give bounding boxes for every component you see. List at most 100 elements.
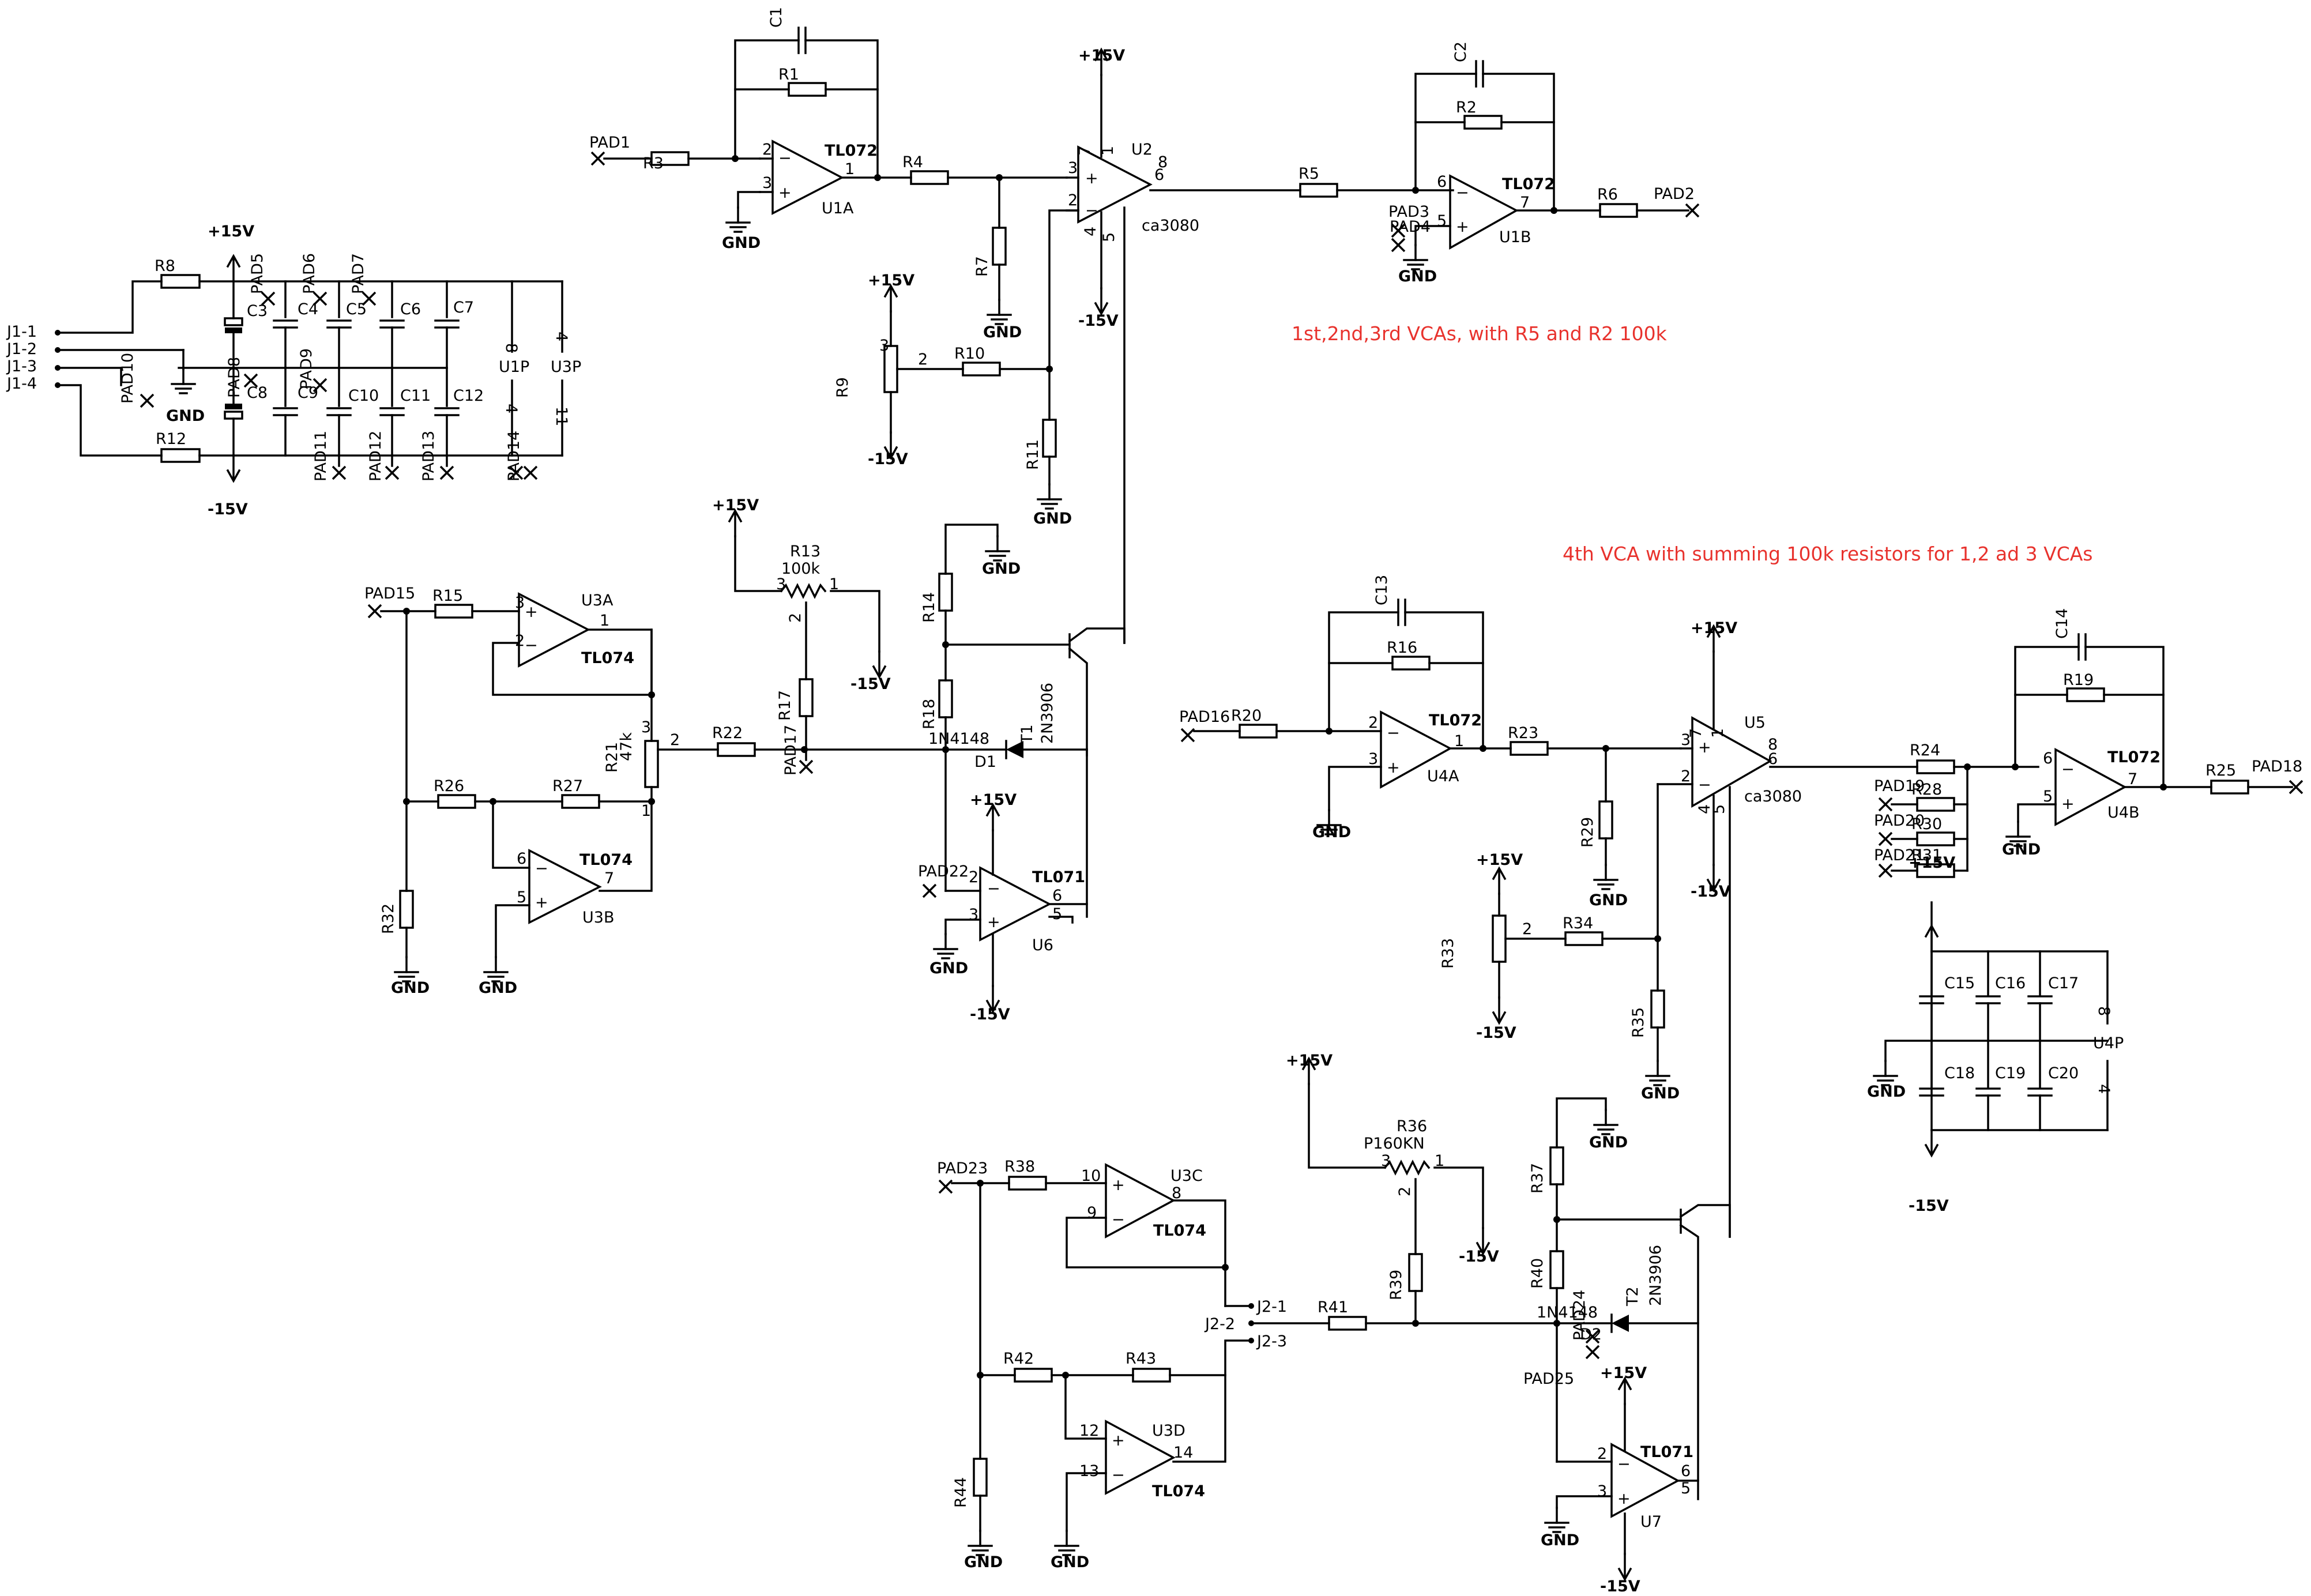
svg-text:5: 5	[1681, 1480, 1691, 1497]
resistor-r20	[1239, 724, 1278, 739]
svg-text:4: 4	[1082, 227, 1100, 236]
opamp-u3d	[1105, 1420, 1176, 1495]
svg-text:R1: R1	[778, 66, 799, 84]
svg-text:+15V: +15V	[1476, 851, 1523, 869]
svg-text:R39: R39	[1387, 1270, 1405, 1300]
svg-text:PAD21: PAD21	[1874, 846, 1925, 864]
ota-u5	[1691, 716, 1772, 808]
svg-text:+: +	[1112, 1176, 1125, 1194]
svg-text:5: 5	[2043, 788, 2053, 805]
svg-text:3: 3	[1681, 731, 1691, 749]
svg-text:C18: C18	[1944, 1064, 1975, 1082]
svg-text:PAD24: PAD24	[1571, 1290, 1589, 1341]
svg-text:ca3080: ca3080	[1142, 217, 1199, 235]
resistor-r17	[799, 678, 814, 717]
svg-text:U5: U5	[1744, 714, 1766, 732]
svg-text:13: 13	[1079, 1462, 1099, 1480]
svg-text:2: 2	[1068, 191, 1078, 209]
svg-text:4: 4	[552, 332, 570, 341]
svg-text:-15V: -15V	[1476, 1024, 1516, 1042]
svg-text:4: 4	[502, 404, 520, 413]
resistor-r23	[1510, 741, 1549, 756]
svg-text:PAD15: PAD15	[364, 585, 415, 603]
svg-text:R7: R7	[973, 256, 991, 277]
svg-text:C17: C17	[2048, 974, 2079, 992]
resistor-r25	[2210, 780, 2249, 795]
svg-text:1N4148: 1N4148	[1537, 1304, 1598, 1322]
resistor-r19	[2066, 687, 2105, 702]
svg-text:−: −	[1617, 1455, 1631, 1473]
svg-text:2: 2	[762, 141, 772, 159]
svg-text:TL072: TL072	[1429, 712, 1482, 729]
svg-text:TL074: TL074	[579, 851, 633, 869]
svg-text:2: 2	[969, 868, 978, 886]
svg-text:PAD19: PAD19	[1874, 777, 1925, 795]
cap-bank-bottom: C8 C9 C10 C11 C12	[224, 367, 484, 457]
svg-text:−: −	[525, 637, 538, 654]
svg-text:+15V: +15V	[1286, 1052, 1333, 1070]
svg-text:3: 3	[776, 575, 786, 593]
svg-text:R18: R18	[920, 699, 938, 729]
svg-text:TL071: TL071	[1640, 1443, 1693, 1461]
svg-text:R40: R40	[1529, 1258, 1546, 1289]
svg-text:U6: U6	[1032, 936, 1053, 954]
svg-text:R23: R23	[1508, 724, 1538, 742]
trimmer-r33	[1492, 914, 1507, 963]
svg-text:U3D: U3D	[1152, 1422, 1185, 1440]
svg-text:-15V: -15V	[1078, 312, 1119, 330]
svg-text:R27: R27	[552, 777, 583, 795]
svg-text:-15V: -15V	[1909, 1197, 1949, 1215]
svg-text:C8: C8	[247, 384, 268, 402]
expo-converter-2: PAD23 R38 10 9 +− U3C 8 TL074 J2-1 J2-2 …	[937, 1052, 1731, 1595]
ota-u2	[1077, 145, 1153, 224]
svg-text:PAD2: PAD2	[1654, 185, 1695, 203]
svg-text:C2: C2	[1452, 42, 1470, 62]
resistor-r29	[1598, 800, 1613, 840]
svg-text:GND: GND	[1641, 1085, 1680, 1102]
svg-text:TL072: TL072	[1502, 175, 1555, 193]
svg-text:−: −	[1698, 776, 1711, 794]
resistor-r32	[399, 890, 414, 929]
j1-2-label: J1-2	[6, 340, 37, 358]
svg-text:100k: 100k	[781, 560, 820, 578]
svg-text:GND: GND	[1051, 1553, 1089, 1571]
svg-text:R24: R24	[1910, 741, 1940, 759]
svg-text:8: 8	[1768, 736, 1778, 754]
svg-text:R5: R5	[1298, 165, 1319, 183]
svg-text:2: 2	[670, 731, 680, 749]
svg-text:R15: R15	[432, 587, 463, 605]
svg-text:C11: C11	[400, 387, 431, 405]
resistor-r15	[434, 604, 473, 619]
svg-text:R16: R16	[1387, 639, 1417, 657]
svg-text:PAD25: PAD25	[1523, 1370, 1574, 1388]
svg-text:5: 5	[1100, 232, 1118, 242]
svg-text:TL074: TL074	[1153, 1222, 1206, 1240]
svg-text:1: 1	[600, 612, 609, 630]
svg-text:+: +	[1698, 739, 1711, 756]
svg-text:5: 5	[1052, 905, 1062, 923]
svg-text:12: 12	[1079, 1422, 1099, 1440]
svg-text:R2: R2	[1456, 99, 1477, 116]
resistor-r6	[1599, 203, 1638, 218]
svg-text:7: 7	[1687, 728, 1705, 738]
svg-text:5: 5	[517, 889, 526, 906]
svg-text:ca3080: ca3080	[1744, 788, 1802, 805]
svg-text:U1A: U1A	[822, 200, 854, 217]
svg-text:J2-2: J2-2	[1204, 1315, 1235, 1333]
svg-text:14: 14	[1173, 1444, 1193, 1462]
diode-d2	[1612, 1315, 1629, 1332]
svg-text:R33: R33	[1439, 938, 1457, 969]
svg-text:U7: U7	[1640, 1513, 1662, 1531]
svg-text:-15V: -15V	[850, 675, 891, 693]
svg-text:2: 2	[1597, 1445, 1607, 1463]
resistor-r1	[788, 82, 827, 97]
svg-text:R4: R4	[902, 153, 923, 171]
svg-text:R31: R31	[1911, 846, 1942, 864]
svg-text:GND: GND	[1033, 510, 1072, 528]
svg-text:PAD5: PAD5	[249, 253, 266, 294]
svg-text:-15V: -15V	[208, 500, 248, 518]
svg-text:GND: GND	[722, 234, 761, 252]
svg-text:GND: GND	[1541, 1531, 1579, 1549]
opamp-u3c	[1105, 1163, 1176, 1239]
